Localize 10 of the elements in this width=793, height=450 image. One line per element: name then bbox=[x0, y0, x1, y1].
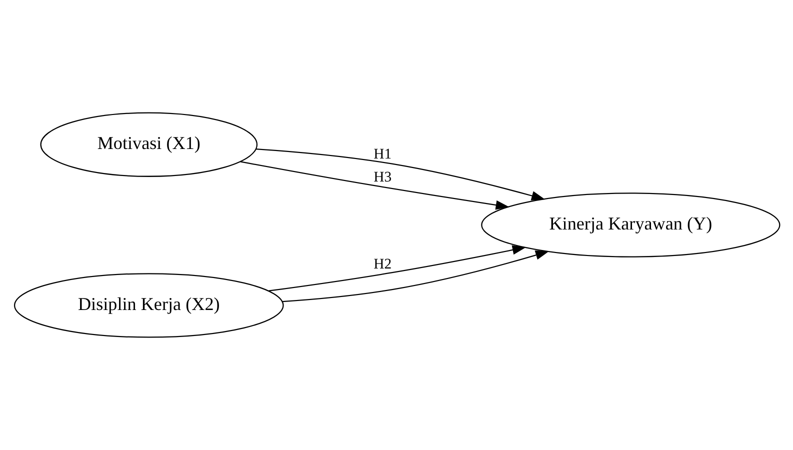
node-ellipse: Motivasi (X1) bbox=[40, 112, 258, 177]
arrow bbox=[268, 245, 526, 292]
arrow bbox=[255, 148, 545, 200]
node-ellipse: Disiplin Kerja (X2) bbox=[13, 273, 284, 338]
arrow bbox=[282, 250, 549, 302]
edge-label: H2 bbox=[373, 256, 392, 273]
arrow bbox=[240, 161, 509, 210]
node-ellipse: Kinerja Karyawan (Y) bbox=[480, 192, 780, 258]
edge-label: H3 bbox=[373, 169, 392, 186]
edge-label: H1 bbox=[373, 146, 392, 163]
